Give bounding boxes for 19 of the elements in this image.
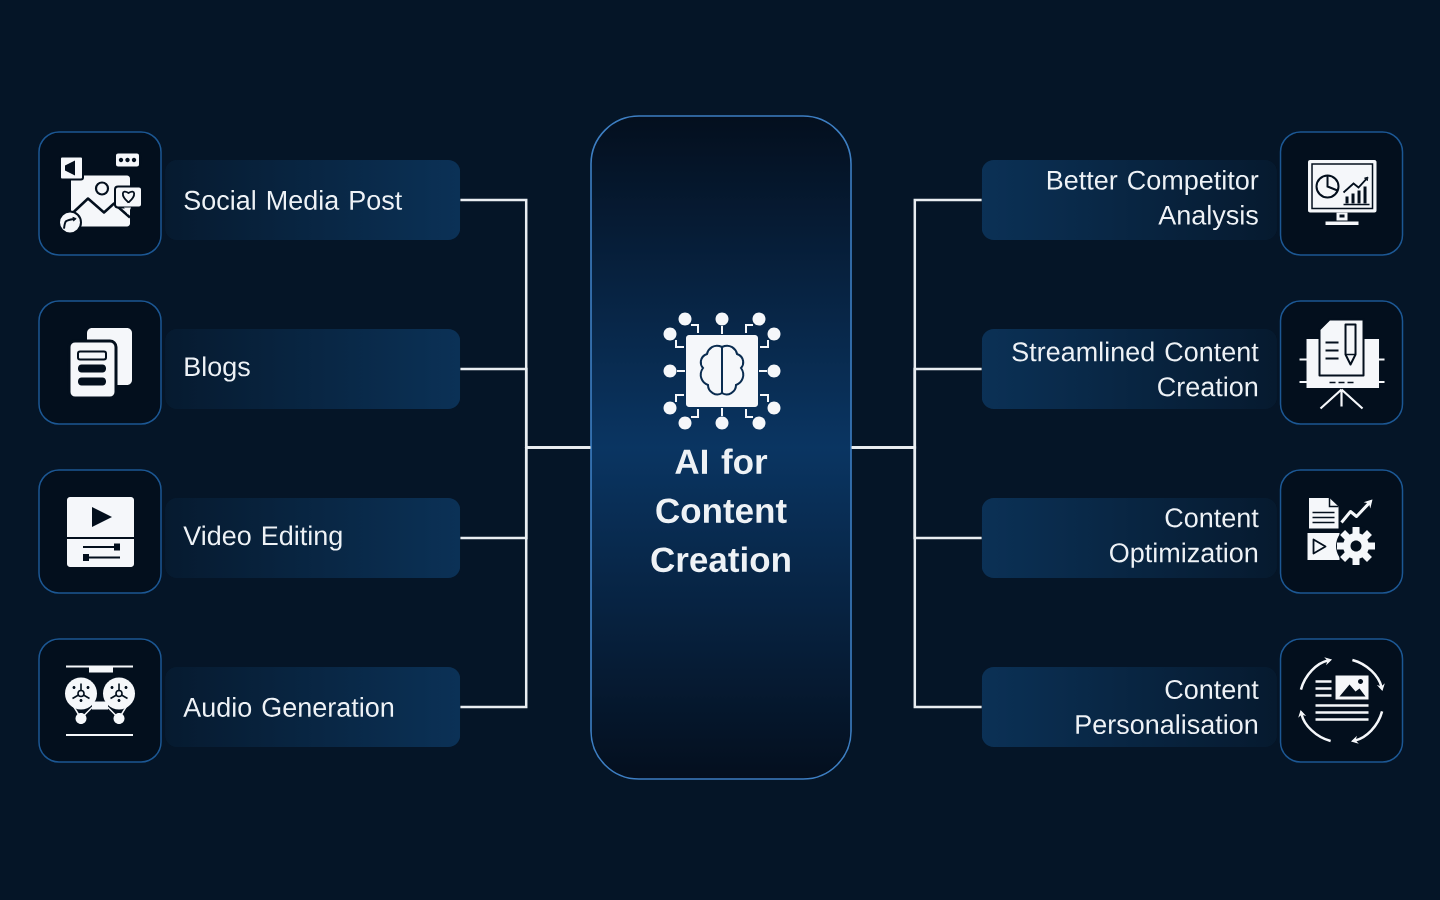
video-player-icon	[38, 469, 162, 594]
connector-line	[851, 446, 982, 709]
tape-recorder-icon	[38, 638, 162, 763]
label-band: Blogs	[165, 329, 461, 409]
label-band: Content Personalisation	[981, 667, 1277, 747]
documents-icon	[38, 300, 162, 425]
document-gear-icon	[1279, 469, 1404, 594]
label-band: Social Media Post	[165, 160, 461, 240]
refresh-article-icon	[1279, 638, 1404, 763]
label-band: Streamlined Content Creation	[981, 329, 1277, 409]
label-band: Content Optimization	[981, 498, 1277, 578]
monitor-chart-icon	[1279, 131, 1404, 256]
connector-line	[460, 446, 591, 709]
easel-document-icon	[1279, 300, 1404, 425]
hub-box: AI for Content Creation	[590, 115, 852, 780]
label-band: Audio Generation	[165, 667, 461, 747]
photo-chat-icon	[38, 131, 162, 256]
label-band: Video Editing	[165, 498, 461, 578]
label-band: Better Competitor Analysis	[981, 160, 1277, 240]
